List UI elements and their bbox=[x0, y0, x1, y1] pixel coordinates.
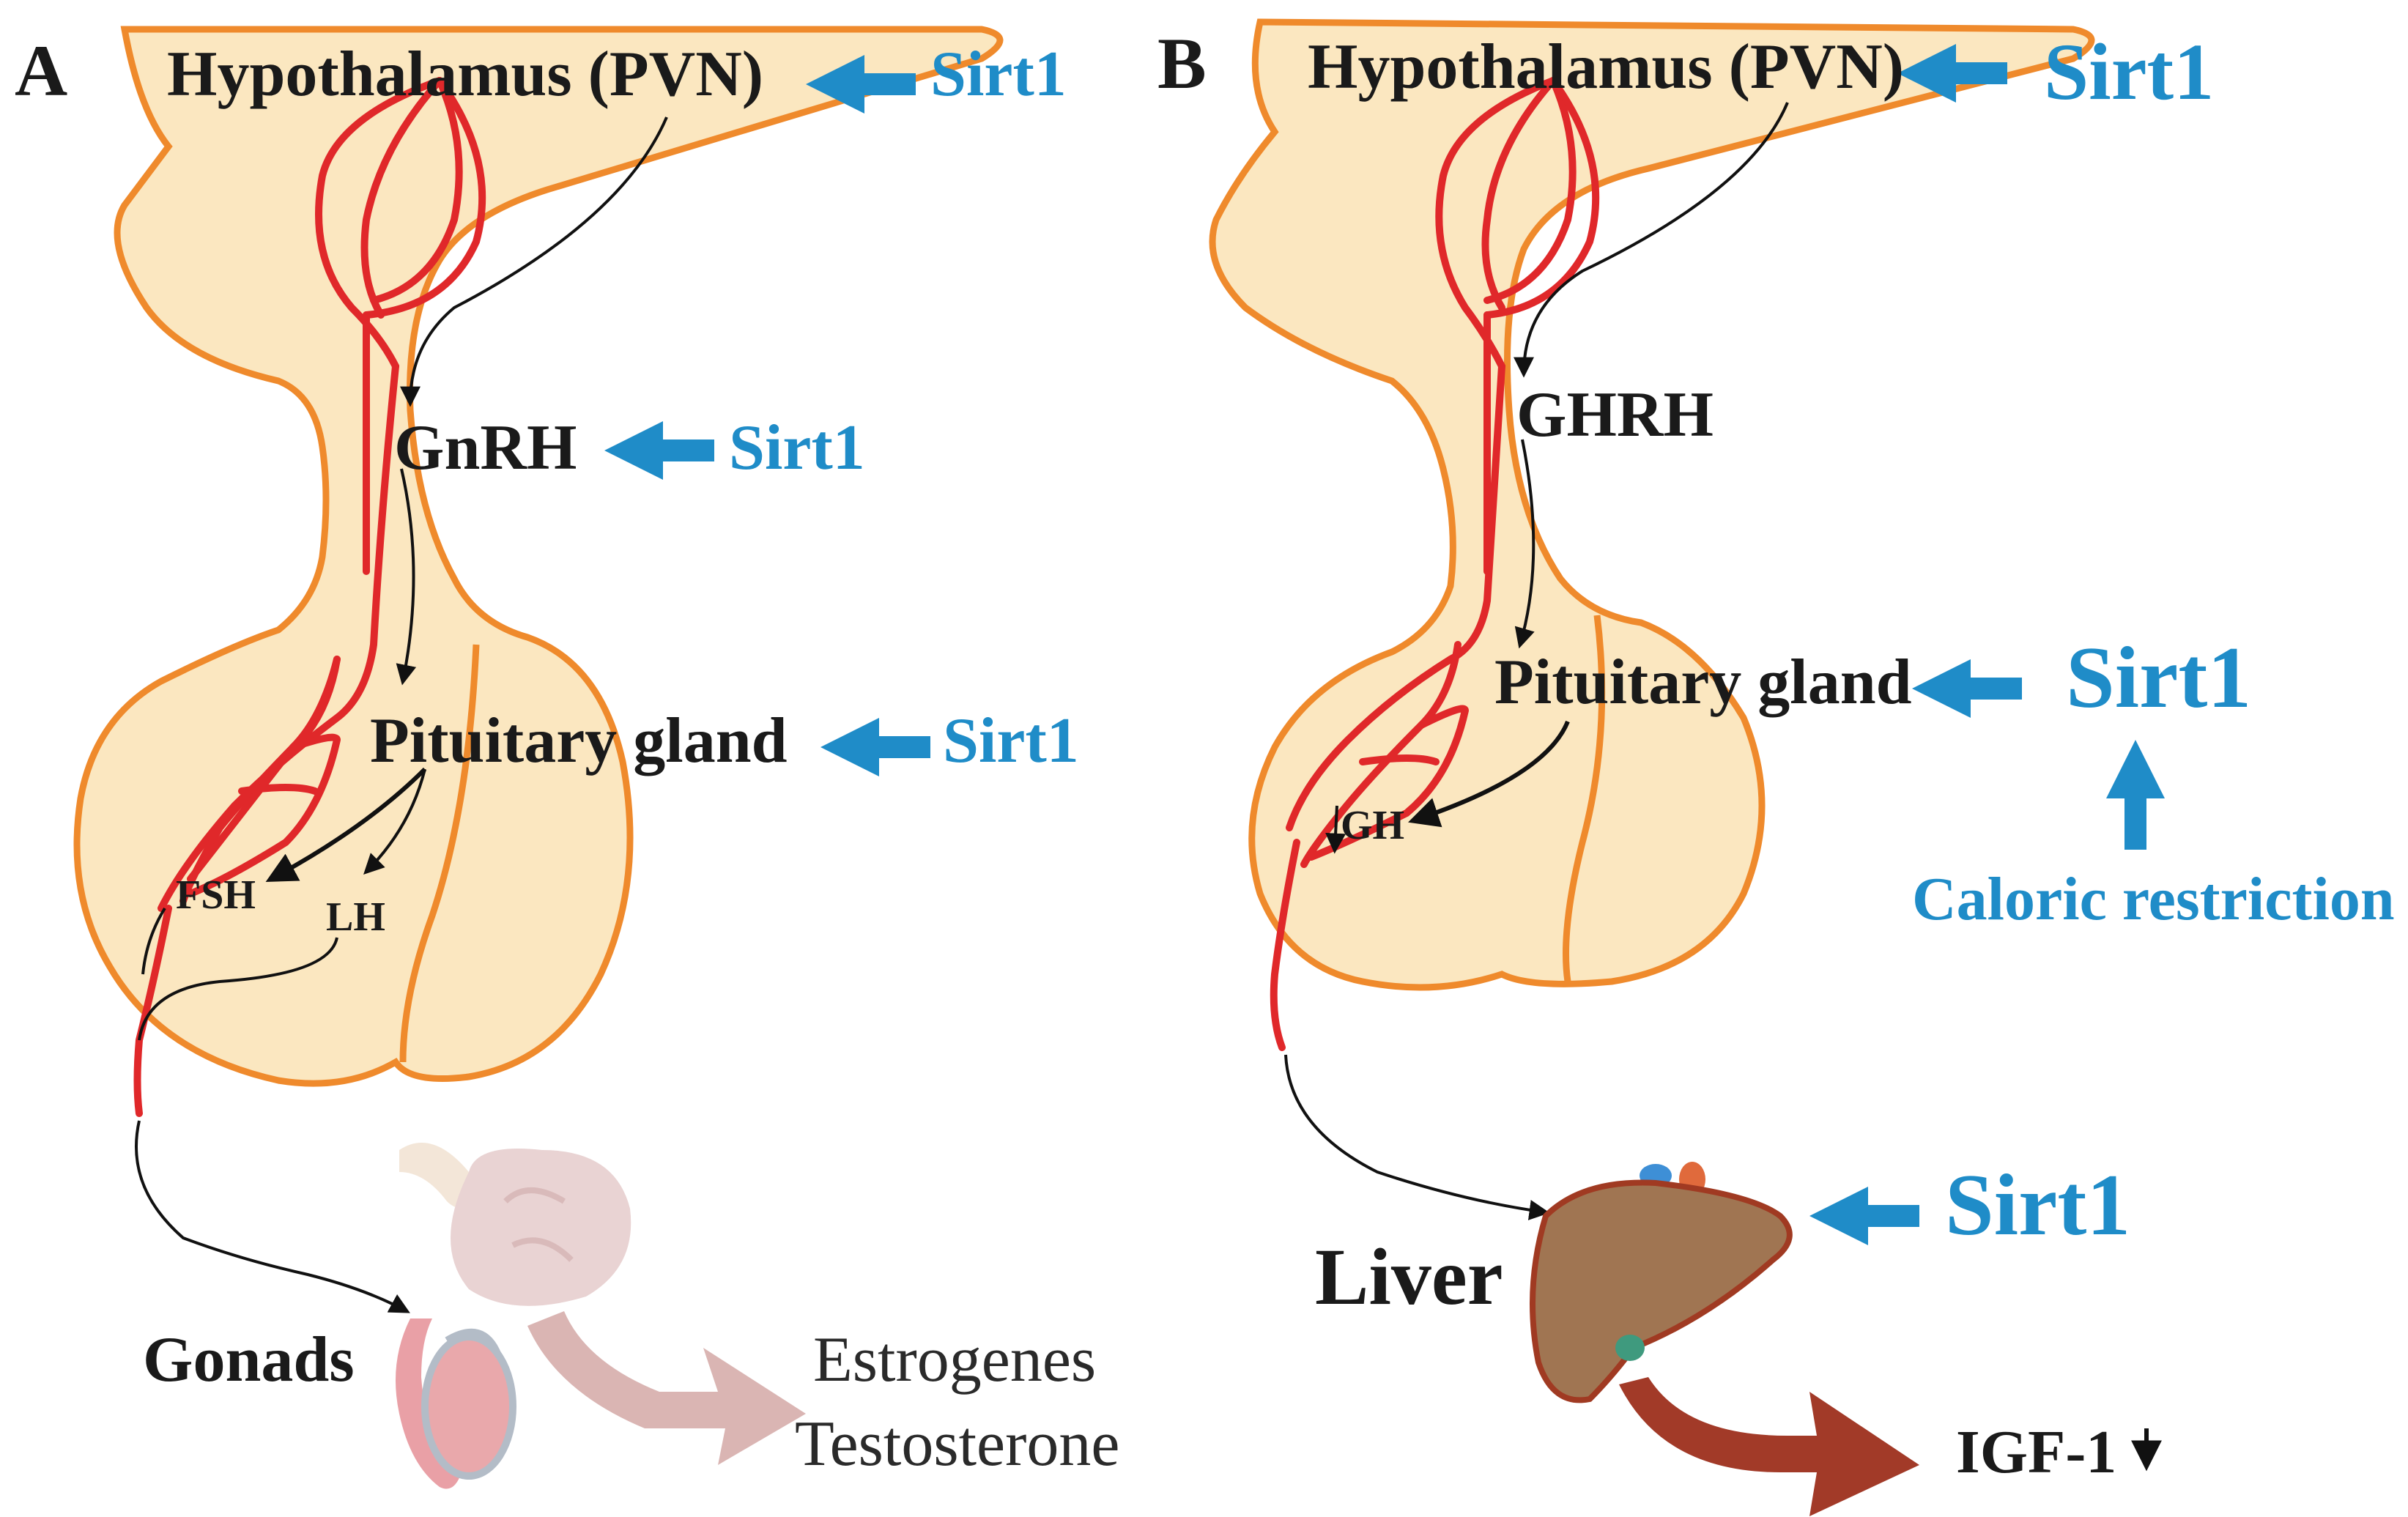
sirt1-label-hypothalamus-b: Sirt1 bbox=[2044, 27, 2214, 116]
pituitary-label-b: Pituitary gland bbox=[1494, 647, 1912, 718]
sirt1-label-liver: Sirt1 bbox=[1945, 1156, 2130, 1253]
sirt-arrow-liver bbox=[1809, 1187, 1919, 1245]
gh-label: GH bbox=[1341, 803, 1404, 848]
hypothalamus-to-gnrh-arrow bbox=[400, 116, 668, 407]
sirt-arrow-pituitary-a bbox=[820, 718, 930, 776]
panel-a-gland bbox=[73, 26, 1004, 1087]
lh-label: LH bbox=[326, 894, 385, 940]
panel-a: A bbox=[15, 26, 1119, 1489]
hypothalamus-to-ghrh-arrow bbox=[1514, 102, 1789, 378]
sirt1-label-gnrh: Sirt1 bbox=[729, 412, 865, 483]
liver-igf-arrow bbox=[1619, 1377, 1919, 1516]
caloric-up-arrow bbox=[2106, 740, 2165, 850]
sirt1-label-pituitary-a: Sirt1 bbox=[943, 705, 1079, 776]
sirt-arrow-gnrh bbox=[604, 421, 714, 480]
liver-icon bbox=[1530, 1162, 1793, 1403]
panel-a-sirt-arrows bbox=[604, 55, 930, 776]
panel-a-lobe-divider bbox=[399, 644, 480, 1063]
panel-b-arrows bbox=[1284, 102, 1789, 1220]
hypothalamus-label-a: Hypothalamus (PVN) bbox=[167, 39, 763, 110]
sirt1-label-hypothalamus-a: Sirt1 bbox=[930, 39, 1067, 110]
gonad-icon bbox=[396, 1143, 631, 1489]
estrogenes-label: Estrogenes bbox=[813, 1324, 1096, 1395]
fsh-label: FSH bbox=[176, 872, 256, 918]
gnrh-to-pituitary-arrow bbox=[396, 468, 417, 686]
panel-a-vessels bbox=[133, 77, 486, 1117]
panel-b: B Hypothalamus (PV bbox=[1157, 18, 2395, 1516]
sirt-arrow-hypothalamus-b bbox=[1897, 44, 2007, 103]
igf1-label: IGF-1 bbox=[1956, 1418, 2116, 1486]
pituitary-to-lh-arrow bbox=[363, 768, 426, 875]
sirt-arrow-hypothalamus-a bbox=[806, 55, 916, 114]
pituitary-to-fsh-arrow bbox=[265, 767, 427, 882]
caloric-restriction-label: Caloric restriction bbox=[1912, 865, 2395, 933]
pituitary-label-a: Pituitary gland bbox=[370, 705, 788, 776]
gnrh-label: GnRH bbox=[394, 412, 577, 483]
ghrh-label: GHRH bbox=[1516, 379, 1714, 450]
hypothalamus-label-b: Hypothalamus (PVN) bbox=[1308, 31, 1904, 103]
testosterone-label: Testosterone bbox=[795, 1409, 1119, 1480]
gh-to-liver-arrow bbox=[1284, 1054, 1550, 1220]
ghrh-to-pituitary-arrow bbox=[1514, 439, 1535, 649]
panel-a-arrows bbox=[135, 116, 668, 1313]
panel-b-lobe-divider bbox=[1563, 615, 1606, 982]
sirt1-label-pituitary-b: Sirt1 bbox=[2066, 628, 2251, 726]
pituitary-to-gh-arrow bbox=[1408, 720, 1570, 828]
panel-b-letter: B bbox=[1157, 23, 1207, 104]
panel-a-letter: A bbox=[15, 30, 67, 111]
fsh-lh-to-gonads-arrow bbox=[135, 1120, 410, 1313]
gonad-hormone-arrow bbox=[527, 1311, 806, 1465]
panel-b-vessels bbox=[1270, 77, 1600, 1051]
panel-b-sirt-arrows bbox=[1809, 44, 2165, 1245]
sirt-arrow-pituitary-b bbox=[1912, 659, 2022, 718]
panel-b-gland bbox=[1209, 18, 2095, 991]
gonads-label: Gonads bbox=[143, 1324, 355, 1395]
liver-label: Liver bbox=[1315, 1232, 1503, 1321]
